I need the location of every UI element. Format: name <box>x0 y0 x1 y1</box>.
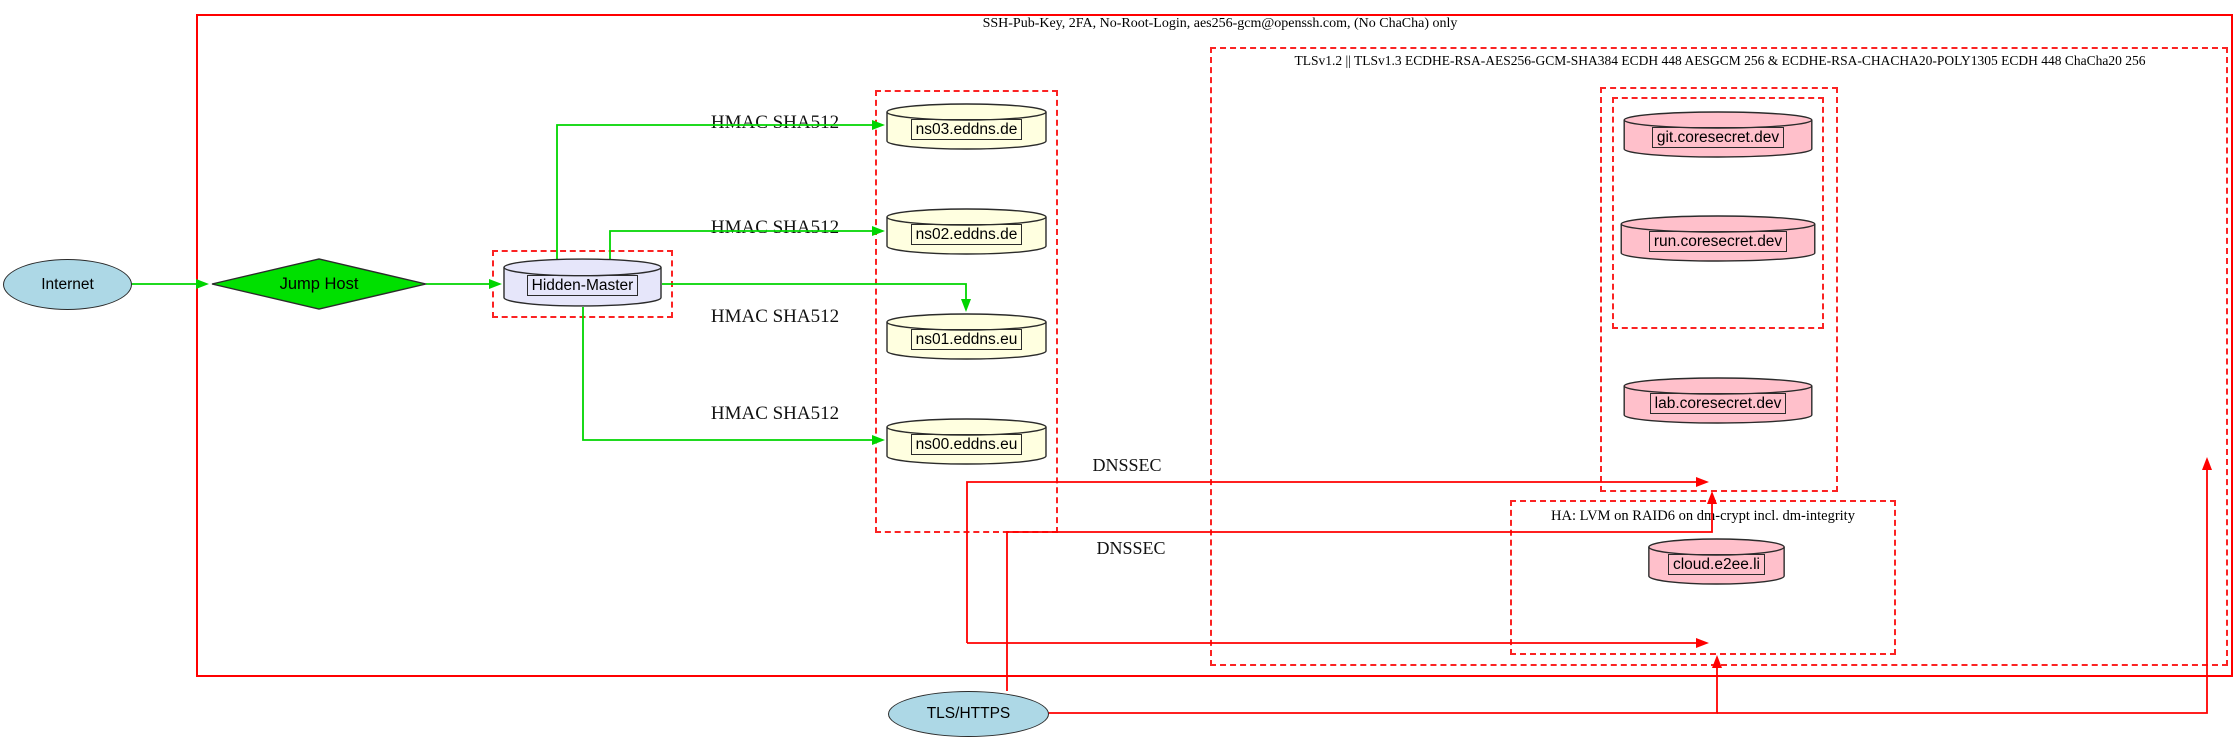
node-git-coresecret: git.coresecret.dev <box>1623 111 1813 158</box>
cluster-ha-label: HA: LVM on RAID6 on dm-crypt incl. dm-in… <box>1551 508 1855 524</box>
edge-tls-cluster-right <box>1717 457 2212 714</box>
edge-label-hmac-ns03: HMAC SHA512 <box>710 112 840 133</box>
edge-label-hmac-ns01: HMAC SHA512 <box>710 306 840 327</box>
node-run-coresecret: run.coresecret.dev <box>1620 215 1816 262</box>
node-ns03-label: ns03.eddns.de <box>910 118 1023 141</box>
cluster-ssh-outer <box>196 14 2233 677</box>
node-cloud-e2ee-label: cloud.e2ee.li <box>1667 553 1766 576</box>
cluster-ssh-label: SSH-Pub-Key, 2FA, No-Root-Login, aes256-… <box>982 16 1458 31</box>
edge-label-dnssec-1: DNSSEC <box>1092 455 1162 475</box>
node-hidden-master: Hidden-Master <box>503 258 662 307</box>
node-internet: Internet <box>3 259 132 310</box>
edge-hiddenmaster-ns01 <box>662 283 971 312</box>
node-jump-host: Jump Host <box>211 258 427 310</box>
node-ns03: ns03.eddns.de <box>886 103 1047 150</box>
cluster-ha <box>1510 500 1896 655</box>
cylinder-shape <box>886 313 1047 360</box>
edge-label-hmac-ns00: HMAC SHA512 <box>710 403 840 424</box>
edge-hiddenmaster-ns02 <box>609 226 885 259</box>
node-ns02-label: ns02.eddns.de <box>910 223 1023 246</box>
cylinder-shape <box>886 103 1047 150</box>
edge-label-hmac-ns02: HMAC SHA512 <box>710 217 840 238</box>
node-lab-coresecret: lab.coresecret.dev <box>1623 377 1813 424</box>
diamond-shape <box>211 258 427 310</box>
cluster-coresecret-outer <box>1600 87 1838 492</box>
node-git-coresecret-label: git.coresecret.dev <box>1651 126 1785 149</box>
node-tls-https-label: TLS/HTTPS <box>926 705 1011 722</box>
node-hidden-master-label: Hidden-Master <box>526 274 639 297</box>
edge-hiddenmaster-ns00 <box>582 307 885 445</box>
cluster-coresecret-inner <box>1612 97 1824 329</box>
cluster-tls-label: TLSv1.2 || TLSv1.3 ECDHE-RSA-AES256-GCM-… <box>1294 53 2146 68</box>
edge-tls-coresecret <box>1006 491 1717 691</box>
node-ns00-label: ns00.eddns.eu <box>910 433 1023 456</box>
node-tls-https: TLS/HTTPS <box>888 691 1049 737</box>
cylinder-shape <box>1623 377 1813 424</box>
node-cloud-e2ee: cloud.e2ee.li <box>1648 538 1785 585</box>
node-ns00: ns00.eddns.eu <box>886 418 1047 465</box>
cylinder-shape <box>886 418 1047 465</box>
edge-dnssec-coresecret-a <box>966 477 1709 643</box>
edge-tls-ha <box>1047 655 1722 714</box>
node-lab-coresecret-label: lab.coresecret.dev <box>1649 392 1787 415</box>
cylinder-shape <box>1623 111 1813 158</box>
node-ns02: ns02.eddns.de <box>886 208 1047 255</box>
cylinder-shape <box>886 208 1047 255</box>
node-ns01-label: ns01.eddns.eu <box>910 328 1023 351</box>
node-internet-label: Internet <box>41 275 94 293</box>
node-jump-host-label: Jump Host <box>279 274 359 293</box>
node-ns01: ns01.eddns.eu <box>886 313 1047 360</box>
cylinder-shape <box>1620 215 1816 262</box>
node-run-coresecret-label: run.coresecret.dev <box>1648 230 1788 253</box>
cylinder-shape <box>1648 538 1785 585</box>
edge-label-dnssec-2: DNSSEC <box>1096 538 1166 558</box>
edge-hiddenmaster-ns03 <box>556 120 885 259</box>
